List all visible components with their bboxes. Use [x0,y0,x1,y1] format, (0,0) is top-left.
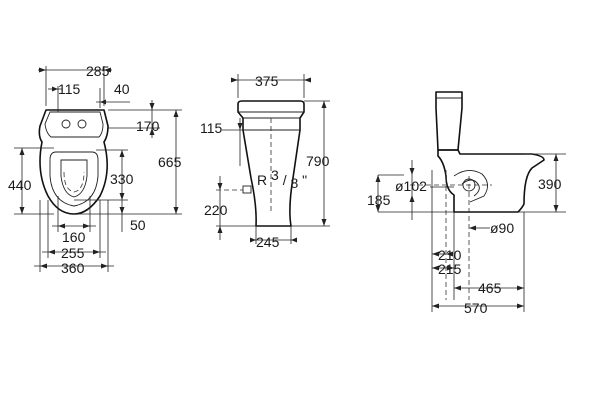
dim-40: 40 [114,81,130,97]
front-cistern-top [44,111,104,138]
front-bowl-inner [60,159,88,198]
thread-suffix: " [302,172,307,188]
dim-375: 375 [255,73,279,89]
thread-label: R 3 / 8 " [257,167,307,191]
dim-465: 465 [478,280,502,296]
dim-360: 360 [61,260,85,276]
dim-185: 185 [367,192,391,208]
dim-dia-90: ø90 [490,220,514,236]
dim-790: 790 [306,153,330,169]
dim-440: 440 [8,177,32,193]
dim-255: 255 [61,245,85,261]
dim-160: 160 [62,229,86,245]
side-outline [237,100,305,227]
thread-den: 8 [290,175,298,191]
dim-dia-102: ø102 [395,178,427,194]
dim-115-front: 115 [58,81,81,97]
thread-slash: / [283,172,287,188]
dim-210: 210 [438,247,462,263]
dim-570: 570 [464,300,488,316]
profile-cistern [435,91,463,151]
dim-390: 390 [538,176,562,192]
dim-50: 50 [130,217,146,233]
profile-bowl [437,149,545,213]
dim-170: 170 [136,118,160,134]
flush-button-icon [61,119,71,129]
dim-245: 245 [256,234,280,250]
thread-prefix: R [257,172,267,188]
side-inlet [242,185,252,194]
front-seat [49,151,99,207]
flush-button-icon-2 [77,119,87,129]
dim-220: 220 [204,202,228,218]
profile-trapway [453,170,488,203]
dim-215: 215 [438,261,462,277]
profile-view: ø102 390 185 ø90 210 215 465 570 [367,91,566,316]
front-bowl-rim [63,171,85,193]
thread-num: 3 [271,167,279,183]
profile-trapway-inner [461,179,480,197]
dim-115-side: 115 [200,120,223,136]
dim-330: 330 [110,171,134,187]
side-view: R 3 / 8 " 375 115 790 220 245 [200,73,330,250]
front-view: 285 115 40 170 665 440 330 50 160 [8,63,182,276]
dim-285: 285 [86,63,110,79]
dim-665: 665 [158,154,182,170]
